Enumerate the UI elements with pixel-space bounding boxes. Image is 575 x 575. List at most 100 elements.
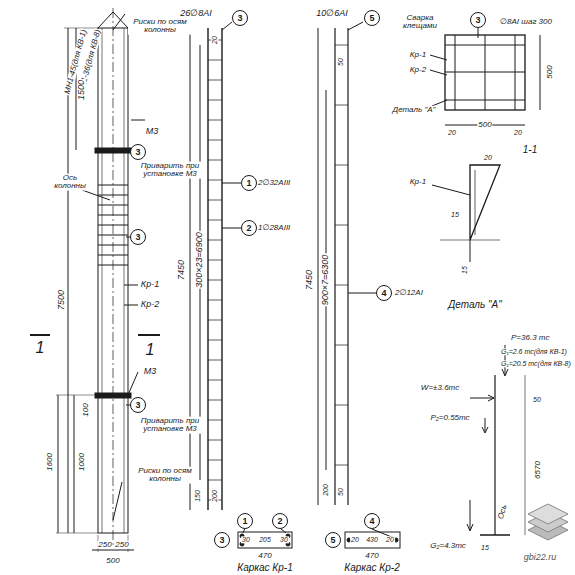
drawing-label: 7450 <box>305 269 314 291</box>
frame-tie <box>208 160 222 161</box>
drawing-label: 1∅28АIII <box>257 224 291 232</box>
frame-tie <box>208 260 222 261</box>
frame-tie <box>208 340 222 341</box>
drawing-label: 900×7=6300 <box>321 254 330 307</box>
frame-tie <box>335 405 348 406</box>
callout-text: 3 <box>135 233 140 242</box>
drawing-label: 205 <box>258 536 272 543</box>
drawing-label: Приварить при установке М3 <box>134 417 206 434</box>
frame-tie <box>335 465 348 466</box>
frame-tie <box>208 220 222 221</box>
callout-number: 1 <box>241 175 257 191</box>
drawing-label: 1500 <box>77 79 86 101</box>
drawing-label: Кр-1 <box>409 51 427 59</box>
frame-tie <box>208 240 222 241</box>
drawing-label: 7450 <box>177 259 186 281</box>
callout-text: 2 <box>277 517 282 526</box>
frame-tie <box>208 100 222 101</box>
section-kr1 <box>238 532 292 548</box>
drawing-label: 200 <box>322 483 329 497</box>
drawing-label: 2∅32АIII <box>257 179 291 187</box>
leader <box>124 285 138 286</box>
leader <box>222 22 232 30</box>
drawing-label: Кр-1 <box>140 280 160 289</box>
drawing-label: P₂=0.55тс <box>429 414 470 422</box>
leader <box>432 185 470 195</box>
drawing-label: Ось <box>497 503 509 521</box>
embed-m3 <box>95 148 131 153</box>
callout-text: 2 <box>246 224 251 233</box>
drawing-label: 6570 <box>534 460 542 480</box>
drawing-label: 20 <box>385 536 395 543</box>
drawing-label: 430 <box>365 536 379 543</box>
drawing-label: P=36.3 тс <box>510 334 550 342</box>
drawing-label: 10∅6АI <box>315 9 348 18</box>
dim-line <box>74 395 75 533</box>
tie <box>98 215 128 216</box>
drawing-label: 50 <box>337 487 344 497</box>
drawing-label: 20 <box>447 129 457 136</box>
callout-text: 4 <box>369 517 374 526</box>
drawing-label: 1000 <box>78 452 86 472</box>
drawing-label: Риски по осям колонны <box>133 467 197 484</box>
drawing-label: 150 <box>194 489 201 503</box>
callout-number: 5 <box>325 532 341 548</box>
load-arrow <box>467 524 473 531</box>
callout-text: 1 <box>246 179 251 188</box>
dim-ext <box>56 533 98 534</box>
embed-m3 <box>95 393 131 398</box>
frame-tie <box>335 225 348 226</box>
frame-tie <box>208 200 222 201</box>
load-arrow <box>482 427 488 433</box>
dim-ext <box>56 395 98 396</box>
leader <box>124 305 138 306</box>
rebar <box>102 28 103 533</box>
drawing-label: 200 <box>211 489 218 503</box>
leader <box>430 55 447 60</box>
callout-text: 4 <box>381 289 386 298</box>
frame-tie <box>335 285 348 286</box>
callout-text: 3 <box>219 536 224 545</box>
drawing-label: 500 <box>546 64 554 79</box>
leader <box>113 14 125 30</box>
drawing-label: 100 <box>82 402 90 417</box>
drawing-label: 250 <box>114 541 129 549</box>
drawing-label: Деталь "А" <box>447 300 503 311</box>
column-axis <box>113 8 114 548</box>
frame-tie <box>208 460 222 461</box>
leader <box>478 27 479 38</box>
leader <box>222 228 241 229</box>
mesh-bar <box>445 100 525 101</box>
drawing-label: 15 <box>450 211 460 218</box>
leader <box>113 482 122 520</box>
dim-line <box>92 550 134 551</box>
frame-rod <box>347 28 348 505</box>
drawing-label: 15 <box>480 544 490 551</box>
frame-tie <box>208 480 222 481</box>
drawing-label: 30 <box>241 536 251 543</box>
drawing-label: 470 <box>364 552 379 560</box>
drawing-label: 20 <box>483 154 493 161</box>
callout-number: 3 <box>214 532 230 548</box>
tie <box>98 225 128 226</box>
dim-line <box>58 395 59 533</box>
drawing-label: 1-1 <box>522 145 538 156</box>
tie <box>98 265 128 266</box>
drawing-label: М3 <box>143 367 158 376</box>
frame-tie <box>335 105 348 106</box>
mesh-bars <box>445 35 525 110</box>
drawing-label: М3 <box>145 127 160 136</box>
dim-line <box>68 28 69 533</box>
leader <box>131 120 145 121</box>
frame-tie <box>208 320 222 321</box>
drawing-label: Каркас Кр-1 <box>236 563 293 574</box>
drawing-label: Риски по осям колонны <box>128 18 192 35</box>
load-arrow <box>488 395 494 401</box>
frame-tie <box>208 180 222 181</box>
dim-line <box>190 28 191 510</box>
frame-rod <box>334 28 335 505</box>
tie <box>98 185 128 186</box>
frame-tie <box>335 45 348 46</box>
callout-number: 1 <box>237 513 253 529</box>
tie <box>98 245 128 246</box>
